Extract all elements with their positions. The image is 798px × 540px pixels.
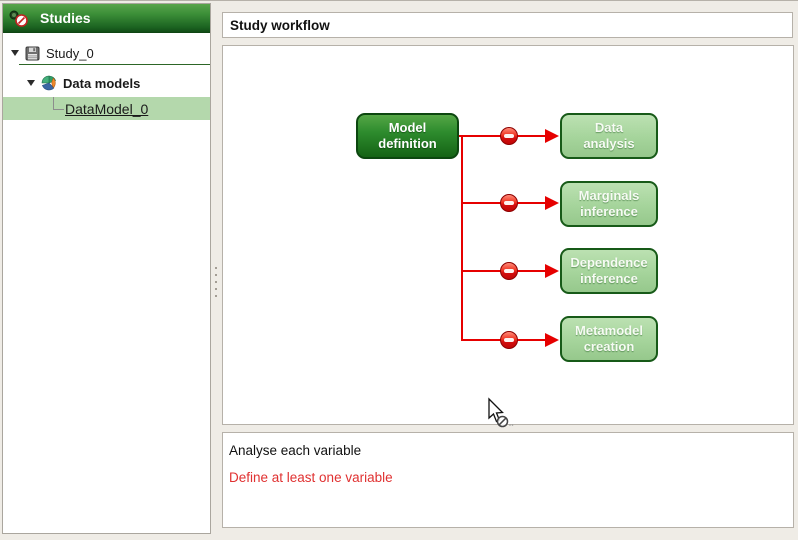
arrowhead-icon <box>545 264 559 278</box>
tree-item-study[interactable]: Study_0 <box>3 41 210 65</box>
study-tree: Study_0 Data models DataModel_0 <box>3 41 210 120</box>
collapse-caret-icon[interactable] <box>11 50 19 56</box>
arrowhead-icon <box>545 129 559 143</box>
tab-title: Study workflow <box>230 17 330 33</box>
workflow-diagram: Model definition Data analysis Marginals… <box>222 45 794 425</box>
studies-icon <box>9 10 28 27</box>
collapse-caret-icon[interactable] <box>27 80 35 86</box>
tree-item-data-models[interactable]: Data models <box>3 71 210 95</box>
node-data-analysis: Data analysis <box>560 113 658 159</box>
node-metamodel-creation: Metamodel creation <box>560 316 658 362</box>
tree-item-label[interactable]: DataModel_0 <box>65 100 149 117</box>
connector-line <box>461 135 463 341</box>
studies-panel: Studies Study_0 Data models <box>2 3 211 534</box>
tree-item-label[interactable]: Data models <box>63 75 141 91</box>
info-message: Analyse each variable <box>229 443 362 458</box>
node-dependence-inference: Dependence inference <box>560 248 658 294</box>
tree-branch-line <box>53 97 64 110</box>
data-models-icon <box>41 75 56 91</box>
tree-separator <box>19 64 210 65</box>
mouse-cursor-not-allowed-icon <box>488 397 514 428</box>
panel-splitter-handle[interactable] <box>213 267 219 301</box>
error-message: Define at least one variable <box>229 470 393 485</box>
node-model-definition[interactable]: Model definition <box>356 113 459 159</box>
tab-study-workflow: Study workflow <box>222 12 793 38</box>
blocked-icon <box>500 331 518 349</box>
blocked-icon <box>500 194 518 212</box>
studies-panel-title: Studies <box>40 10 91 26</box>
tree-item-datamodel-selected[interactable]: DataModel_0 <box>3 97 210 120</box>
blocked-icon <box>500 127 518 145</box>
save-icon <box>25 46 40 60</box>
tree-item-label[interactable]: Study_0 <box>46 45 94 61</box>
blocked-icon <box>500 262 518 280</box>
node-marginals-inference: Marginals inference <box>560 181 658 227</box>
studies-panel-header: Studies <box>3 4 210 33</box>
arrowhead-icon <box>545 333 559 347</box>
arrowhead-icon <box>545 196 559 210</box>
message-panel: Analyse each variable Define at least on… <box>222 432 794 528</box>
